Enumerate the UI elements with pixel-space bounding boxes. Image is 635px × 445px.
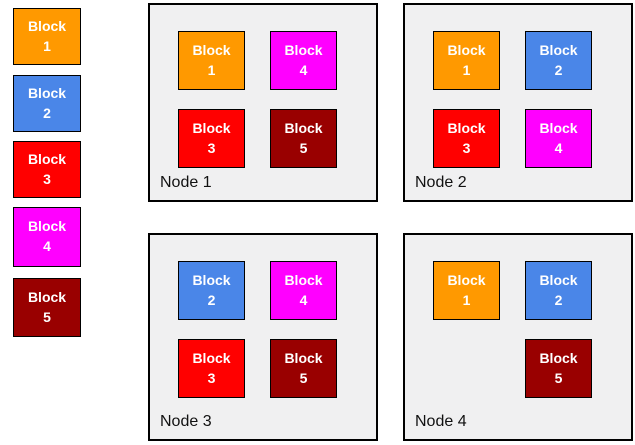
node-3-block-4: Block 4	[270, 261, 337, 320]
node-3-label: Node 3	[160, 413, 212, 430]
node-3: Block 2 Block 4 Block 3 Block 5 Node 3	[148, 233, 378, 441]
node-4-label: Node 4	[415, 413, 467, 430]
node-2-block-3: Block 3	[433, 109, 500, 168]
legend-block-2: Block 2	[13, 75, 81, 132]
node-4: Block 1 Block 2 Block 5 Node 4	[403, 233, 633, 441]
node-1: Block 1 Block 4 Block 3 Block 5 Node 1	[148, 3, 378, 202]
node-4-block-1: Block 1	[433, 261, 500, 320]
node-3-block-5: Block 5	[270, 339, 337, 398]
node-2-block-4: Block 4	[525, 109, 592, 168]
node-1-block-1: Block 1	[178, 31, 245, 90]
node-1-block-5: Block 5	[270, 109, 337, 168]
node-2: Block 1 Block 2 Block 3 Block 4 Node 2	[403, 3, 633, 202]
legend-block-1: Block 1	[13, 8, 81, 65]
node-2-block-1: Block 1	[433, 31, 500, 90]
node-1-block-3: Block 3	[178, 109, 245, 168]
node-4-block-2: Block 2	[525, 261, 592, 320]
node-1-label: Node 1	[160, 174, 212, 191]
node-3-block-3: Block 3	[178, 339, 245, 398]
legend-block-3: Block 3	[13, 141, 81, 198]
legend-block-5: Block 5	[13, 278, 81, 337]
node-1-block-4: Block 4	[270, 31, 337, 90]
node-2-label: Node 2	[415, 174, 467, 191]
node-4-block-5: Block 5	[525, 339, 592, 398]
node-2-block-2: Block 2	[525, 31, 592, 90]
legend-block-4: Block 4	[13, 207, 81, 267]
node-3-block-2: Block 2	[178, 261, 245, 320]
